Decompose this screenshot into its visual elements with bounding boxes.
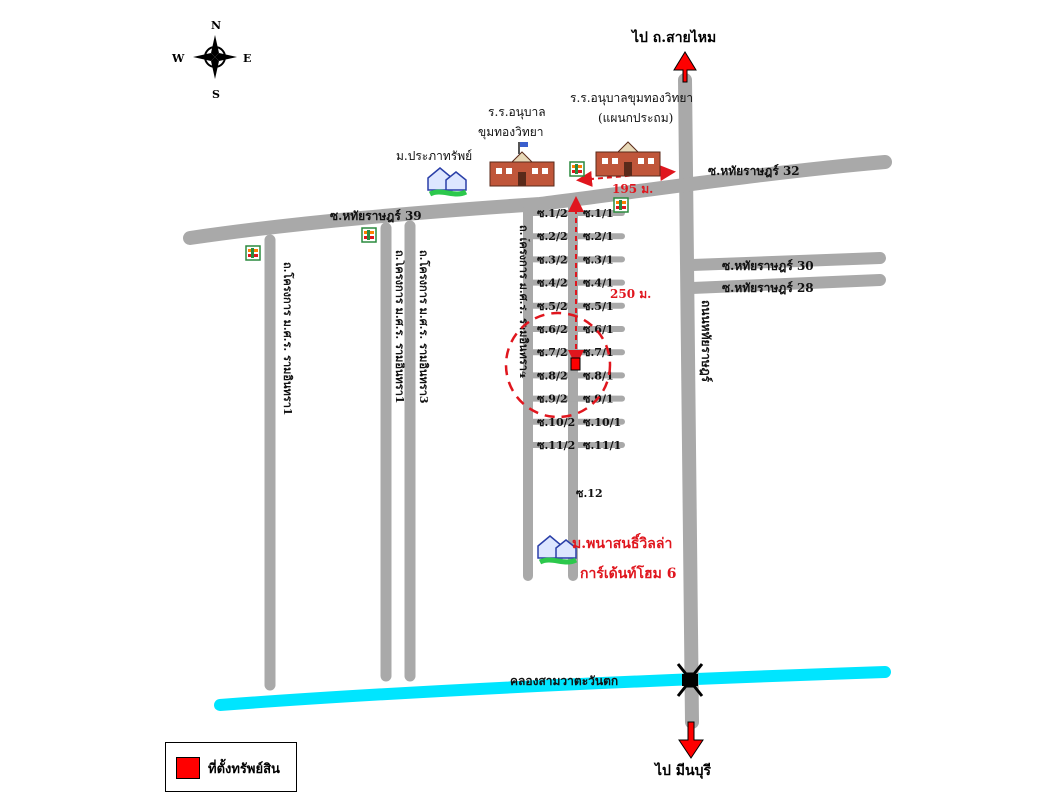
soi-label-right: ซ.2/1: [583, 230, 614, 243]
soi-label-left: ซ.10/2: [537, 416, 575, 429]
school-2-line-2: (แผนกประถม): [598, 111, 673, 125]
south-arrow-icon: [678, 721, 704, 759]
soi-label-right: ซ.3/1: [583, 253, 614, 266]
compass-e: E: [243, 52, 251, 65]
main-road-west-label: ซ.หทัยราษฎร์ 39: [330, 209, 422, 223]
soi-30-road: [686, 252, 886, 271]
soi-label-right: ซ.10/1: [583, 416, 621, 429]
school-2-line-1: ร.ร.อนุบาลขุมทองวิทยา: [570, 91, 693, 106]
soi-label-right: ซ.4/1: [583, 277, 614, 290]
soi-label-left: ซ.6/2: [537, 323, 568, 336]
soi-label-left: ซ.2/2: [537, 230, 568, 243]
side-road-3-label: ถ.โครงการ ม.ศ.ร. รามอินทรา3: [417, 250, 431, 404]
village-2-line-2: การ์เด้นท์โฮม 6: [580, 564, 676, 582]
soi-label-left: ซ.5/2: [537, 300, 568, 313]
bridge-icon: [676, 663, 704, 697]
south-direction-label: ไป มีนบุรี: [653, 761, 711, 779]
soi-28-road: [686, 274, 886, 294]
canal-label: คลองสามวาตะวันตก: [510, 674, 618, 688]
soi-label-right: ซ.6/1: [583, 323, 614, 336]
side-road-2-label: ถ.โครงการ ม.ศ.ร. รามอินทรา1: [393, 250, 407, 404]
soi-label-right: ซ.7/1: [583, 346, 614, 359]
seven-eleven-icon: [569, 161, 585, 177]
compass-s: S: [212, 88, 220, 101]
legend: ที่ตั้งทรัพย์สิน: [165, 742, 297, 792]
canal: [214, 666, 891, 711]
main-vertical-road: [678, 73, 699, 729]
soi-label-left: ซ.9/2: [537, 393, 568, 406]
soi-labels: ซ.1/2 ซ.2/2 ซ.3/2 ซ.4/2 ซ.5/2 ซ.6/2 ซ.7/2 ซ.8/2…: [537, 207, 621, 452]
seven-eleven-icon: [613, 197, 629, 213]
soi-label-right: ซ.8/1: [583, 369, 614, 382]
soi-label-right: ซ.1/1: [583, 207, 614, 220]
legend-label: ที่ตั้งทรัพย์สิน: [208, 762, 280, 777]
seven-eleven-icon: [361, 227, 377, 243]
property-marker-icon: [570, 357, 581, 371]
house-icon: [537, 535, 578, 565]
compass-icon: N S E W: [171, 19, 251, 101]
soi-label-left: ซ.3/2: [537, 253, 568, 266]
house-icon: [427, 167, 468, 197]
village-2-line-1: ม.พนาสนธิ์วิลล่า: [572, 532, 672, 552]
distance-1-label: 195 ม.: [612, 182, 653, 196]
legend-swatch-icon: [176, 757, 200, 779]
school-icon: [489, 142, 555, 187]
school-1-line-1: ร.ร.อนุบาล: [488, 105, 546, 120]
side-road-4-label: ถ.โครงการ ม.ศ.ร. รามอินทรา4: [517, 225, 531, 379]
north-direction-label: ไป ถ.สายไหม: [630, 28, 716, 46]
soi-12-label: ซ.12: [576, 487, 603, 500]
soi-label-right: ซ.5/1: [583, 300, 614, 313]
soi-label-left: ซ.7/2: [537, 346, 568, 359]
village-1-label: ม.ประภาทรัพย์: [396, 149, 472, 163]
soi-label-left: ซ.11/2: [537, 439, 575, 452]
school-icon: [595, 141, 661, 177]
side-road-1-label: ถ.โครงการ ม.ศ.ร. รามอินทรา1: [281, 262, 295, 416]
soi-label-left: ซ.8/2: [537, 369, 568, 382]
main-horizontal-road: [183, 155, 892, 245]
soi-28-label: ซ.หทัยราษฎร์ 28: [722, 281, 814, 295]
compass-n: N: [211, 19, 221, 32]
main-vertical-road-label: ถนนหทัยราษฎร์: [699, 300, 713, 383]
soi-label-left: ซ.1/2: [537, 207, 568, 220]
seven-eleven-icon: [245, 245, 261, 261]
distance-2-label: 250 ม.: [610, 287, 651, 301]
main-road-east-label: ซ.หทัยราษฎร์ 32: [708, 164, 800, 178]
north-arrow-icon: [673, 51, 697, 83]
soi-label-right: ซ.11/1: [583, 439, 621, 452]
soi-30-label: ซ.หทัยราษฎร์ 30: [722, 259, 814, 273]
soi-label-left: ซ.4/2: [537, 277, 568, 290]
school-1-line-2: ขุมทองวิทยา: [478, 125, 544, 140]
compass-w: W: [171, 52, 185, 65]
property-area-circle: [504, 311, 612, 419]
